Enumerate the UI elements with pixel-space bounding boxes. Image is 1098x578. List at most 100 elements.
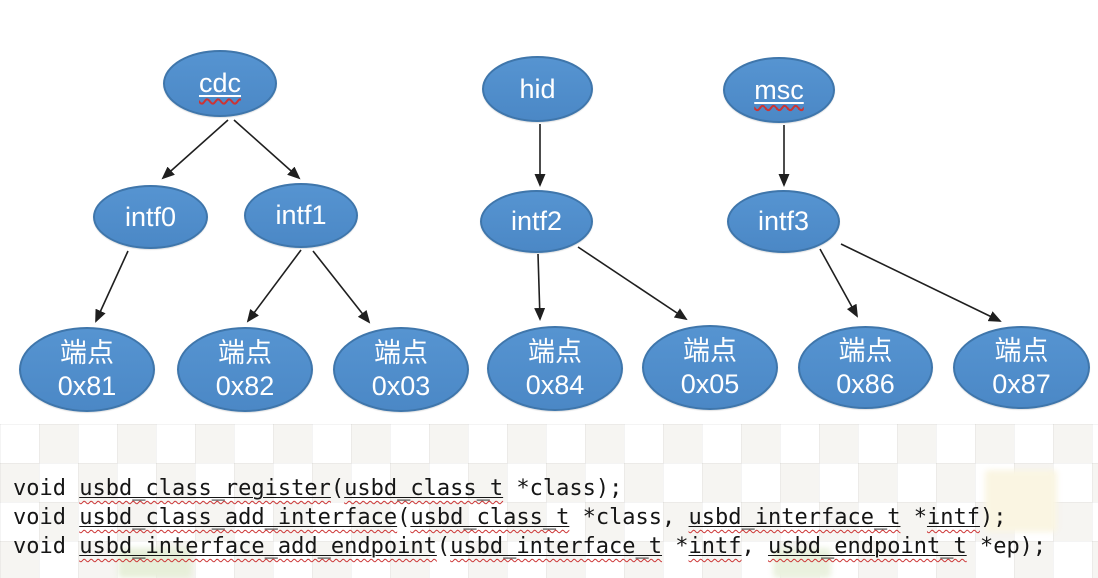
diagram-edges-layer xyxy=(95,119,1002,324)
edge-cdc-to-intf1 xyxy=(233,119,301,180)
node-ep-0x05-label: 0x05 xyxy=(681,368,740,401)
node-hid-text: hid xyxy=(519,73,556,104)
code-line-3-seg-1-flagged-text-inner: usbd_interface_add_endpoint xyxy=(79,534,437,559)
code-line-2-seg-6-text: * xyxy=(900,505,927,530)
edge-intf1-to-ep-0x03 xyxy=(312,250,371,324)
code-line-3-seg-6-text: , xyxy=(741,534,769,559)
node-ep-0x87-text: 端点 xyxy=(994,335,1049,366)
code-line-2-seg-8-text: ); xyxy=(979,505,1007,530)
node-msc-label: msc xyxy=(754,74,804,107)
node-ep-0x86-text: 0x86 xyxy=(836,368,895,399)
code-line-2-seg-5-flagged-text: usbd_interface_t xyxy=(689,505,901,530)
code-line-3-seg-8-text: *ep); xyxy=(966,534,1047,559)
node-intf2: intf2 xyxy=(480,190,593,253)
node-intf1-text: intf1 xyxy=(275,200,327,230)
background-patch-cream xyxy=(985,470,1057,532)
edge-intf3-to-ep-0x86 xyxy=(819,248,858,318)
node-msc: msc xyxy=(723,57,835,123)
code-line-2-seg-1-flagged-text-inner: usbd_class_add_interface xyxy=(79,505,398,530)
node-cdc: cdc xyxy=(163,50,277,117)
code-line-3-seg-7-flagged-text: usbd_endpoint_t xyxy=(768,534,967,559)
edge-intf0-to-ep-0x81 xyxy=(95,250,129,323)
code-line-1-seg-3-flagged-text-inner: usbd_class_t xyxy=(344,476,504,501)
node-ep-0x86-text: 端点 xyxy=(838,335,893,366)
node-msc-flagged-text-inner: msc xyxy=(754,74,804,105)
background-patch-green xyxy=(118,548,192,578)
code-line-2-seg-4-text: *class, xyxy=(569,505,689,530)
code-line-1-seg-1-flagged-text-inner: usbd_class_register xyxy=(79,476,331,501)
node-ep-0x87-label: 端点 xyxy=(995,335,1049,368)
node-ep-0x82-label: 0x82 xyxy=(216,370,275,403)
code-line-2: void usbd_class_add_interface(usbd_class… xyxy=(13,503,1046,532)
code-line-3: void usbd_interface_add_endpoint(usbd_in… xyxy=(13,532,1046,561)
node-ep-0x05-label: 端点 xyxy=(683,335,737,368)
code-line-1-seg-4-text: *class); xyxy=(503,476,623,501)
node-ep-0x86-label: 0x86 xyxy=(836,368,895,401)
node-cdc-label: cdc xyxy=(199,67,241,100)
code-line-3-seg-5-flagged-text-inner: intf xyxy=(688,534,742,559)
node-intf1: intf1 xyxy=(244,183,358,248)
code-line-2-seg-5-flagged-text-inner: usbd_interface_t xyxy=(688,505,901,530)
node-ep-0x03-text: 0x03 xyxy=(371,370,431,401)
node-intf0: intf0 xyxy=(93,185,208,249)
node-cdc-flagged-text-inner: cdc xyxy=(198,68,242,98)
code-line-3-seg-3-flagged-text: usbd_interface_t xyxy=(450,534,662,559)
code-line-1-seg-0-text: void xyxy=(13,476,80,501)
node-ep-0x03-label: 0x03 xyxy=(372,370,431,403)
node-intf2-text: intf2 xyxy=(510,206,563,236)
node-ep-0x86-label: 端点 xyxy=(839,335,893,368)
code-line-1-seg-2-text: ( xyxy=(330,476,345,501)
background-patch-green xyxy=(773,548,831,578)
node-ep-0x87-label: 0x87 xyxy=(992,368,1051,401)
code-line-3-seg-4-text: * xyxy=(662,534,689,559)
code-block: void usbd_class_register(usbd_class_t *c… xyxy=(13,474,1046,561)
node-intf0-text: intf0 xyxy=(124,201,177,232)
node-ep-0x84-label: 端点 xyxy=(528,336,582,369)
node-intf3-label: intf3 xyxy=(758,205,809,238)
edge-cdc-to-intf0 xyxy=(161,119,229,180)
code-line-2-seg-7-flagged-text-inner: intf xyxy=(926,505,980,530)
code-line-3-seg-2-text: ( xyxy=(436,534,451,559)
node-intf3: intf3 xyxy=(727,190,840,253)
node-hid: hid xyxy=(482,56,593,122)
node-ep-0x03-label: 端点 xyxy=(374,337,428,370)
node-ep-0x82-text: 端点 xyxy=(218,337,272,368)
code-line-2-seg-2-text: ( xyxy=(397,505,411,530)
node-ep-0x81-label: 0x81 xyxy=(58,370,117,403)
edge-intf2-to-ep-0x05 xyxy=(577,246,688,321)
node-hid-label: hid xyxy=(519,73,555,106)
node-ep-0x87-text: 0x87 xyxy=(992,368,1051,399)
code-line-1-seg-1-flagged-text: usbd_class_register xyxy=(79,476,331,501)
node-intf3-text: intf3 xyxy=(757,206,810,236)
code-line-3-seg-1-flagged-text: usbd_interface_add_endpoint xyxy=(79,534,437,559)
node-ep-0x05-text: 端点 xyxy=(683,335,737,366)
code-line-3-seg-3-flagged-text-inner: usbd_interface_t xyxy=(450,534,663,559)
node-ep-0x84-text: 0x84 xyxy=(525,369,585,400)
code-line-3-seg-7-flagged-text-inner: usbd_endpoint_t xyxy=(768,534,967,559)
node-ep-0x84-label: 0x84 xyxy=(526,369,585,402)
node-msc-flagged-text: msc xyxy=(754,75,804,105)
code-line-2-seg-0-text: void xyxy=(13,505,80,530)
code-line-1: void usbd_class_register(usbd_class_t *c… xyxy=(13,474,1046,503)
edge-intf1-to-ep-0x82 xyxy=(246,249,302,323)
node-intf2-label: intf2 xyxy=(511,205,562,238)
code-line-2-seg-1-flagged-text: usbd_class_add_interface xyxy=(79,505,397,530)
node-ep-0x81-text: 端点 xyxy=(60,337,114,368)
node-ep-0x05-text: 0x05 xyxy=(680,368,740,399)
code-line-2-seg-3-flagged-text: usbd_class_t xyxy=(410,505,569,530)
code-line-3-seg-0-text: void xyxy=(13,534,80,559)
node-intf0-label: intf0 xyxy=(125,201,176,234)
node-ep-0x84-text: 端点 xyxy=(528,336,582,367)
code-line-1-seg-3-flagged-text: usbd_class_t xyxy=(344,476,503,501)
node-ep-0x82-text: 0x82 xyxy=(215,370,275,401)
code-line-2-seg-7-flagged-text: intf xyxy=(927,505,980,530)
edge-intf2-to-ep-0x84 xyxy=(534,253,546,321)
node-cdc-flagged-text: cdc xyxy=(199,68,241,98)
edge-intf3-to-ep-0x87 xyxy=(840,243,1002,322)
